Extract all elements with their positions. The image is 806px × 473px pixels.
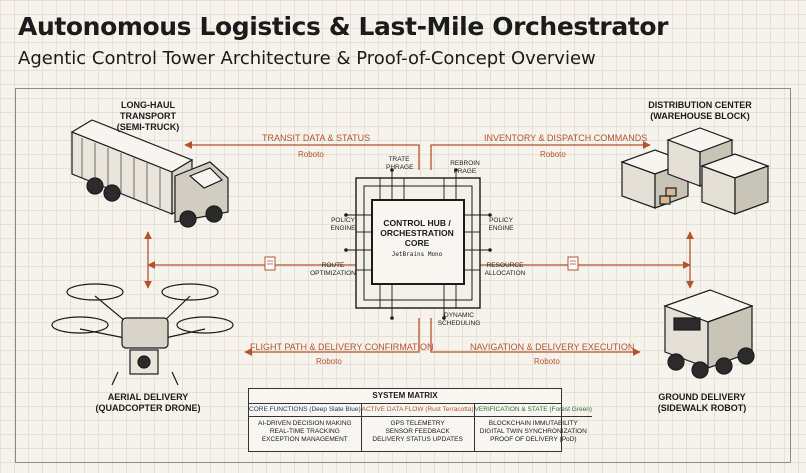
matrix-item: EXCEPTION MANAGEMENT	[261, 436, 348, 443]
module-label-rebroin: REBROIN FRAGE	[450, 160, 480, 175]
data-flow-lines	[144, 141, 694, 356]
module-label-route: ROUTE OPTIMIZATION	[310, 262, 356, 277]
module-label-resource: RESOURCE ALLOCATION	[484, 262, 526, 277]
matrix-title: SYSTEM MATRIX	[249, 389, 561, 404]
control-hub-circuit	[344, 168, 492, 320]
font-tag-tl: Roboto	[298, 150, 324, 159]
control-hub: CONTROL HUB / ORCHESTRATION CORE JetBrai…	[377, 218, 457, 270]
matrix-column-verification: VERIFICATION & STATE (Forest Green) BLOC…	[474, 404, 592, 452]
module-label-dynamic: DYNAMIC SCHEDULING	[437, 312, 481, 327]
font-tag-tr: Roboto	[540, 150, 566, 159]
system-matrix: SYSTEM MATRIX CORE FUNCTIONS (Deep Slate…	[248, 388, 592, 452]
warehouse-icon	[620, 127, 770, 215]
matrix-item: REAL-TIME TRACKING	[269, 428, 340, 435]
semi-truck-icon	[70, 119, 229, 228]
matrix-header: CORE FUNCTIONS (Deep Slate Blue)	[249, 404, 361, 417]
font-tag-br: Roboto	[534, 357, 560, 366]
matrix-item: BLOCKCHAIN IMMUTABILITY	[488, 420, 578, 427]
flow-label-transit: TRANSIT DATA & STATUS	[262, 133, 371, 143]
module-label-trate: TRATE PHRAGE	[386, 156, 414, 171]
matrix-header: ACTIVE DATA FLOW (Rust Terracotta)	[361, 404, 474, 417]
module-label-policy-left: POLICY ENGINE	[330, 217, 356, 232]
module-label-policy-right: POLICY ENGINE	[488, 217, 514, 232]
node-label-warehouse: DISTRIBUTION CENTER (WAREHOUSE BLOCK)	[648, 100, 752, 121]
flow-label-inventory: INVENTORY & DISPATCH COMMANDS	[484, 133, 648, 143]
matrix-item: AI-DRIVEN DECISION MAKING	[258, 420, 352, 427]
document-icon	[264, 256, 276, 271]
flow-arrow-flight	[244, 318, 420, 356]
flow-label-flight: FLIGHT PATH & DELIVERY CONFIRMATION	[250, 342, 434, 352]
font-tag-bl: Roboto	[316, 357, 342, 366]
node-label-truck: LONG-HAUL TRANSPORT (SEMI-TRUCK)	[116, 100, 180, 132]
matrix-header: VERIFICATION & STATE (Forest Green)	[474, 404, 592, 417]
matrix-column-flow: ACTIVE DATA FLOW (Rust Terracotta) GPS T…	[361, 404, 475, 452]
page-subtitle: Agentic Control Tower Architecture & Pro…	[18, 48, 596, 69]
node-label-robot: GROUND DELIVERY (SIDEWALK ROBOT)	[657, 392, 747, 413]
node-label-drone: AERIAL DELIVERY (QUADCOPTER DRONE)	[95, 392, 201, 413]
flow-arrow-inventory	[430, 141, 651, 170]
matrix-item: PROOF OF DELIVERY (PoD)	[490, 436, 577, 443]
hub-font-tag: JetBrains Mono	[391, 251, 443, 258]
flow-label-navigation: NAVIGATION & DELIVERY EXECUTION	[470, 342, 635, 352]
flow-arrow-navigation	[430, 318, 641, 356]
matrix-item: GPS TELEMETRY	[390, 420, 445, 427]
matrix-item: DELIVERY STATUS UPDATES	[372, 436, 463, 443]
document-icon	[567, 256, 579, 271]
matrix-item: DIGITAL TWIN SYNCHRONIZATION	[479, 428, 587, 435]
diagram-frame	[15, 88, 791, 463]
page-title: Autonomous Logistics & Last-Mile Orchest…	[18, 12, 669, 41]
flow-arrow-transit	[184, 141, 420, 170]
quadcopter-drone-icon	[51, 283, 234, 386]
matrix-column-core: CORE FUNCTIONS (Deep Slate Blue) AI-DRIV…	[249, 404, 362, 452]
sidewalk-robot-icon	[663, 289, 755, 379]
hub-title: CONTROL HUB / ORCHESTRATION CORE	[380, 218, 454, 248]
matrix-item: SENSOR FEEDBACK	[385, 428, 450, 435]
